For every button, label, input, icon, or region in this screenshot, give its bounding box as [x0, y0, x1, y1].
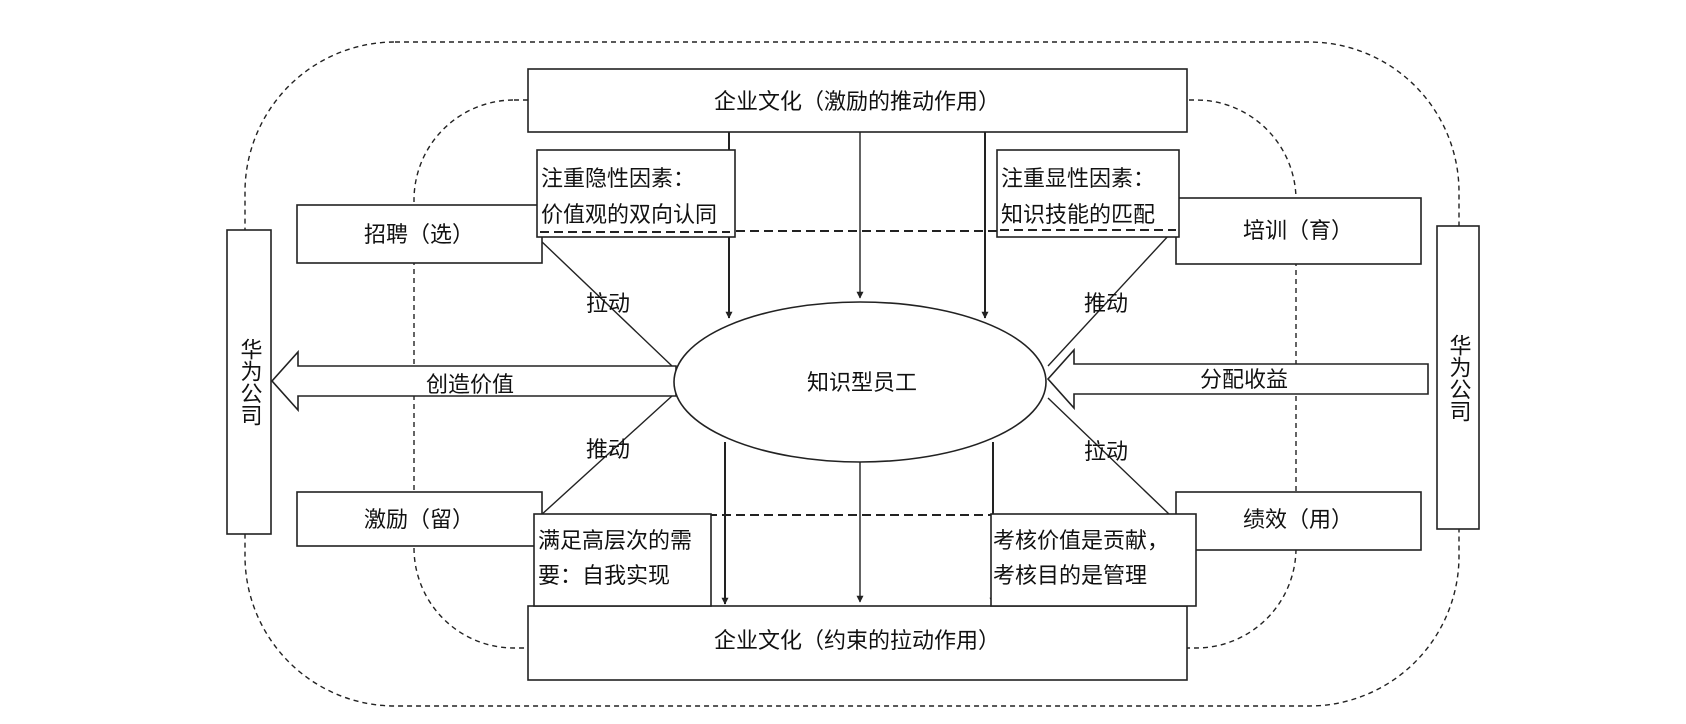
huawei-left-box	[226, 229, 272, 535]
distribute-income-text: 分配收益	[1200, 368, 1288, 393]
push-upper-right-text: 推动	[1084, 292, 1128, 317]
huawei-right-text: 华为公司	[1446, 334, 1471, 422]
motivate-text: 激励（留）	[364, 508, 474, 533]
connector-motivate	[539, 395, 673, 517]
performance-box	[1175, 491, 1422, 551]
note-assess-box	[990, 513, 1197, 607]
note-needs-line1: 满足高层次的需	[538, 529, 692, 554]
culture-top-text: 企业文化（激励的推动作用）	[714, 90, 1000, 115]
connector-train	[1047, 233, 1171, 367]
recruit-box	[296, 204, 543, 264]
huawei-right-box	[1436, 225, 1480, 530]
train-text: 培训（育）	[1243, 219, 1353, 244]
culture-top-box	[527, 68, 1188, 133]
distribute-income-arrow	[1046, 347, 1429, 411]
culture-bottom-box	[527, 605, 1188, 681]
note-explicit-line2: 知识技能的匹配	[1001, 203, 1155, 228]
note-implicit-line1: 注重隐性因素：	[541, 167, 695, 192]
note-assess-line2: 考核目的是管理	[993, 564, 1147, 589]
note-explicit-line1: 注重显性因素：	[1001, 167, 1155, 192]
culture-bottom-text: 企业文化（约束的拉动作用）	[714, 629, 1000, 654]
motivate-box	[296, 491, 543, 547]
pull-lower-right-text: 拉动	[1084, 440, 1128, 465]
connector-recruit	[539, 239, 673, 367]
note-assess-line1: 考核价值是贡献，	[993, 529, 1169, 554]
create-value-text: 创造价值	[426, 373, 514, 398]
note-implicit-box	[536, 149, 736, 238]
note-needs-line2: 要：自我实现	[538, 564, 670, 589]
create-value-arrow	[270, 349, 677, 413]
connector-performance	[1047, 397, 1171, 516]
note-implicit-line2: 价值观的双向认同	[541, 203, 717, 228]
note-needs-box	[533, 513, 712, 607]
recruit-text: 招聘（选）	[364, 223, 474, 248]
employee-text: 知识型员工	[807, 371, 917, 396]
note-explicit-box	[996, 149, 1180, 238]
pull-upper-left-text: 拉动	[586, 292, 630, 317]
performance-text: 绩效（用）	[1243, 508, 1353, 533]
push-lower-left-text: 推动	[586, 438, 630, 463]
huawei-left-text: 华为公司	[237, 338, 262, 426]
